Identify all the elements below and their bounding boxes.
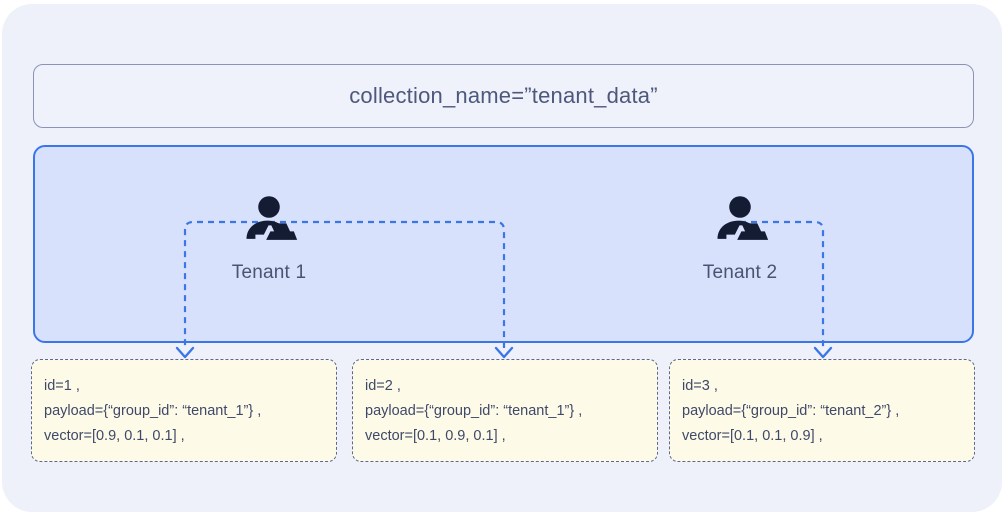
record-card: id=1 , payload={“group_id”: “tenant_1”} …: [31, 359, 337, 462]
record-card: id=2 , payload={“group_id”: “tenant_1”} …: [352, 359, 658, 462]
record-vector-line: vector=[0.1, 0.1, 0.9] ,: [682, 428, 823, 444]
collection-name-box: collection_name=”tenant_data”: [33, 64, 974, 128]
tenant-group-2: Tenant 2: [665, 192, 815, 284]
record-payload-line: payload={“group_id”: “tenant_1”} ,: [365, 403, 583, 419]
tenant-label: Tenant 2: [702, 262, 778, 283]
record-id-line: id=1 ,: [44, 378, 80, 394]
record-payload-line: payload={“group_id”: “tenant_1”} ,: [44, 403, 262, 419]
record-vector-line: vector=[0.9, 0.1, 0.1] ,: [44, 428, 185, 444]
record-vector-line: vector=[0.1, 0.9, 0.1] ,: [365, 428, 506, 444]
tenant-label: Tenant 1: [231, 262, 307, 283]
person-at-laptop-icon: [246, 196, 298, 240]
record-payload-line: payload={“group_id”: “tenant_2”} ,: [682, 403, 900, 419]
record-id-line: id=3 ,: [682, 378, 718, 394]
collection-name-label: collection_name=”tenant_data”: [349, 83, 658, 108]
tenants-panel: [33, 145, 974, 343]
record-id-line: id=2 ,: [365, 378, 401, 394]
record-card: id=3 , payload={“group_id”: “tenant_2”} …: [669, 359, 975, 462]
person-at-laptop-icon: [717, 196, 769, 240]
tenant-group-1: Tenant 1: [194, 192, 344, 284]
